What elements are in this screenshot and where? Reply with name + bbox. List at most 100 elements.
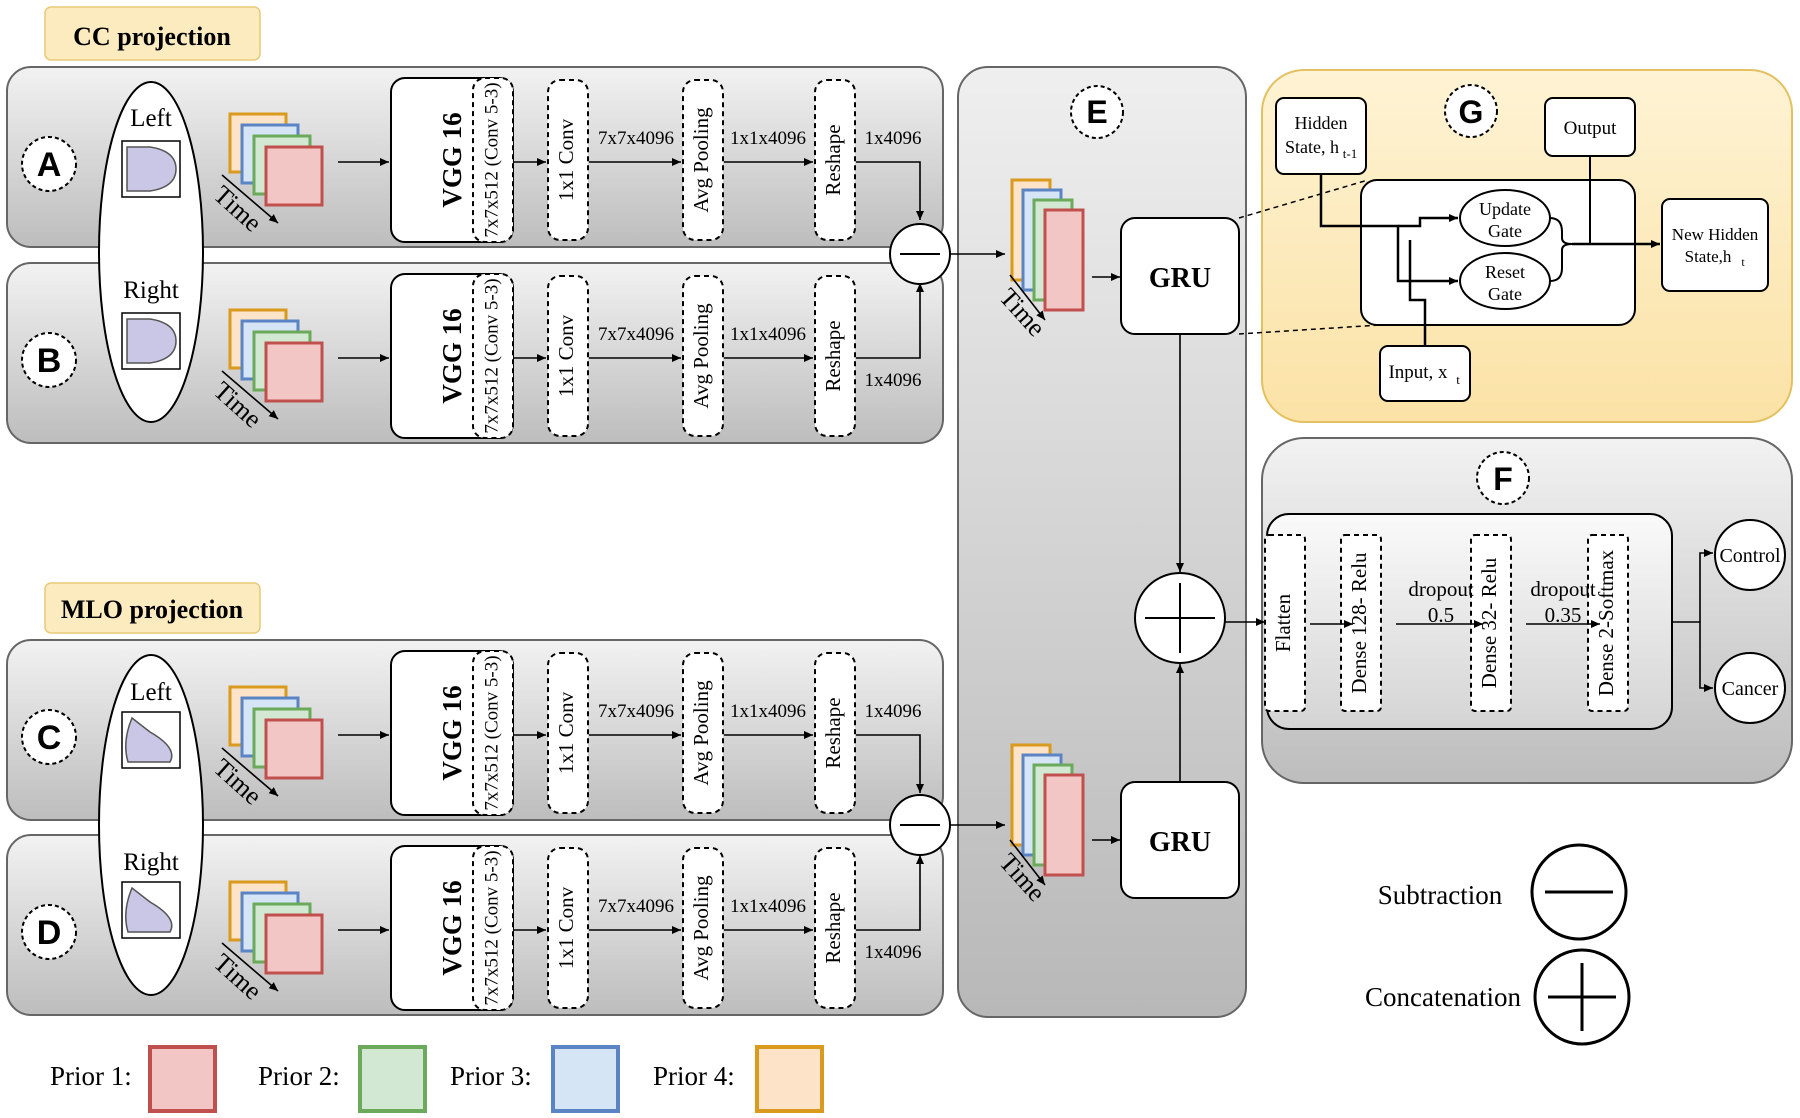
dense-128-relu-block: [1340, 534, 1382, 712]
row-letter-d: D: [37, 914, 62, 952]
panel-e-letter: E: [1086, 94, 1107, 130]
vgg16-label: VGG 16: [437, 308, 467, 403]
reshape-label: Reshape: [821, 892, 845, 963]
conv53-label: 7x7x512 (Conv 5-3): [481, 655, 502, 810]
reshape-label: Reshape: [821, 124, 845, 195]
dense-2-softmax-label: Dense 2-Softmax: [1594, 549, 1618, 696]
output-control-label: Control: [1719, 545, 1781, 567]
new-hidden-label-2: State,h: [1685, 247, 1732, 266]
panel-g-letter: G: [1459, 94, 1484, 130]
new-hidden-subscript: t: [1741, 255, 1745, 269]
hidden-state-label-2: State, h: [1285, 137, 1339, 157]
panel-g-badge: [1444, 84, 1498, 138]
time-axis-arrow: [1009, 274, 1046, 321]
conv1x1-block: [547, 79, 589, 241]
time-axis-arrow: [221, 370, 279, 420]
prior-legend-swatch-1: [148, 1045, 217, 1113]
e-stack-top-prior-1: [1043, 208, 1085, 312]
avgpool-block: [682, 275, 724, 437]
conv53-label: 7x7x512 (Conv 5-3): [481, 278, 502, 433]
side-label: Right: [123, 277, 179, 304]
row-c-stack-prior-1: [264, 718, 324, 780]
flatten-label: Flatten: [1271, 593, 1295, 652]
time-axis-arrow: [221, 942, 279, 992]
reshape-block: [814, 79, 856, 241]
panel-e-badge: [1070, 85, 1124, 139]
prior-legend-label-2: Prior 2:: [258, 1061, 340, 1091]
hidden-state-box: [1275, 97, 1367, 175]
dim-7x7x4096: 7x7x4096: [598, 701, 674, 722]
legend-concatenation-label: Concatenation: [1365, 982, 1521, 1012]
vgg16-label: VGG 16: [437, 112, 467, 207]
legend-concatenation-symbol: [1533, 948, 1631, 1046]
gru-bottom-label: GRU: [1149, 827, 1211, 858]
prior-legend-swatch-3: [551, 1045, 620, 1113]
row-a-stack-prior-1: [264, 145, 324, 207]
conv53-block: [472, 273, 514, 439]
dim-1x4096: 1x4096: [865, 701, 922, 722]
side-label: Left: [130, 105, 172, 132]
conv1x1-label: 1x1 Conv: [554, 886, 578, 969]
mlo-projection-label: MLO projection: [61, 595, 244, 624]
side-label: Right: [123, 849, 179, 876]
breast-thumbnail-2: Right: [121, 277, 181, 370]
conv53-block: [472, 77, 514, 243]
hidden-state-subscript: t-1: [1343, 146, 1357, 161]
dim-7x7x4096: 7x7x4096: [598, 324, 674, 345]
dropout2-value: 0.35: [1545, 603, 1582, 627]
conv53-block: [472, 650, 514, 816]
dim-1x4096: 1x4096: [865, 942, 922, 963]
prior-legend-swatch-2: [358, 1045, 427, 1113]
reshape-block: [814, 652, 856, 814]
conv1x1-label: 1x1 Conv: [554, 118, 578, 201]
breast-shape: [126, 146, 177, 192]
row-badge-a: [21, 136, 77, 192]
row-b-stack-prior-1: [264, 341, 324, 403]
dropout1-value: 0.5: [1428, 603, 1454, 627]
time-axis-arrow: [1009, 839, 1046, 886]
mlo-projection-tag: [44, 582, 261, 634]
reshape-label: Reshape: [821, 320, 845, 391]
vgg16-label: VGG 16: [437, 685, 467, 780]
avgpool-block: [682, 847, 724, 1009]
update-gate-label-2: Gate: [1488, 221, 1522, 241]
reset-gate-label-2: Gate: [1488, 284, 1522, 304]
row-badge-b: [21, 332, 77, 388]
time-axis-arrow: [221, 174, 279, 224]
dim-1x1x4096: 1x1x4096: [730, 324, 806, 345]
legend-subtraction-label: Subtraction: [1378, 880, 1503, 910]
row-badge-c: [21, 709, 77, 765]
breast-thumbnail-4: Right: [121, 849, 181, 939]
prior-legend-label-3: Prior 3:: [450, 1061, 532, 1091]
avgpool-label: Avg Pooling: [689, 303, 713, 409]
conv1x1-block: [547, 652, 589, 814]
vgg16-label: VGG 16: [437, 880, 467, 975]
avgpool-label: Avg Pooling: [689, 680, 713, 786]
conv1x1-label: 1x1 Conv: [554, 314, 578, 397]
avgpool-label: Avg Pooling: [689, 107, 713, 213]
cc-projection-label: CC projection: [73, 22, 231, 51]
dense-32-relu-block: [1470, 534, 1512, 712]
conv1x1-block: [547, 275, 589, 437]
input-label: Input, x: [1388, 362, 1448, 383]
subtraction-operator-mlo: [889, 794, 951, 856]
output-label: Output: [1564, 118, 1618, 139]
update-gate-label-1: Update: [1479, 199, 1531, 219]
breast-thumbnail-1: Left: [121, 105, 181, 198]
dim-1x4096: 1x4096: [865, 128, 922, 149]
row-letter-c: C: [37, 719, 62, 757]
avgpool-block: [682, 79, 724, 241]
breast-shape: [125, 886, 173, 933]
dim-1x1x4096: 1x1x4096: [730, 128, 806, 149]
time-axis-arrow: [221, 747, 279, 797]
row-badge-d: [21, 904, 77, 960]
panel-f-badge: [1476, 451, 1530, 505]
input-subscript: t: [1456, 372, 1460, 387]
reshape-block: [814, 847, 856, 1009]
legend-subtraction-symbol: [1530, 843, 1628, 941]
breast-shape: [126, 318, 177, 364]
new-hidden-label-1: New Hidden: [1672, 225, 1759, 244]
